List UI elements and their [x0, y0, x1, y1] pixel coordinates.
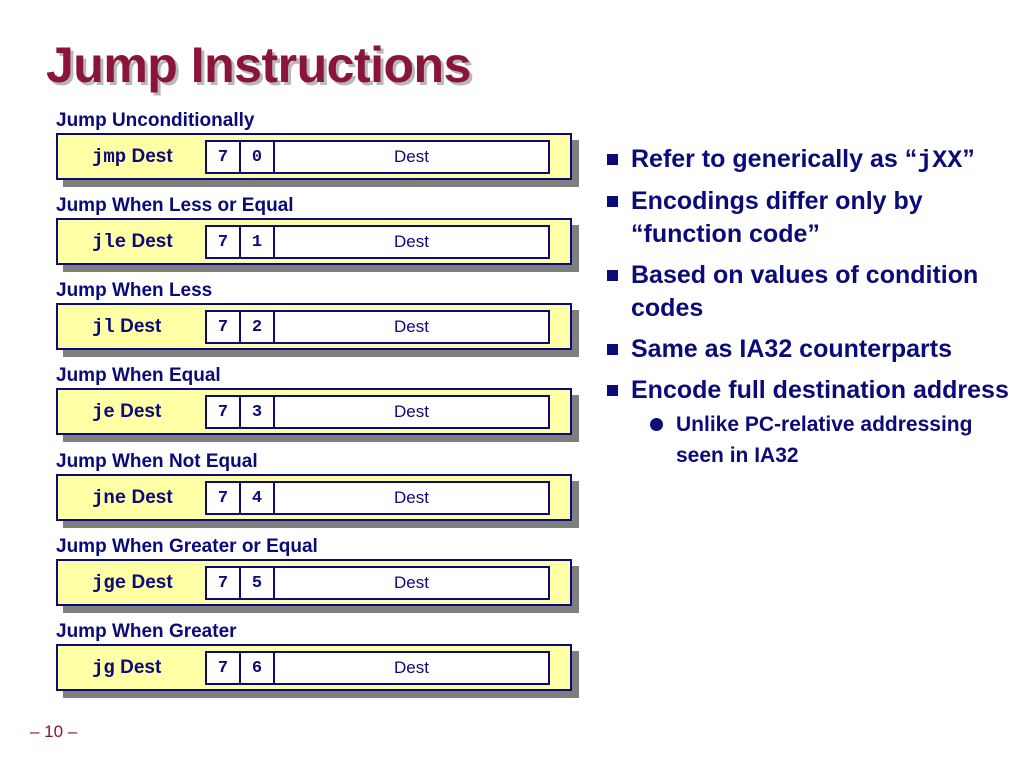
- ifun-cell: 2: [241, 312, 275, 342]
- dest-field: Dest: [394, 147, 429, 166]
- sub-bullet-text: Unlike PC-relative addressing seen in IA…: [676, 413, 973, 467]
- bullet-text: Based on values of condition codes: [631, 261, 979, 322]
- instruction-name: jle Dest: [92, 231, 173, 253]
- icode-cell: 7: [207, 483, 241, 513]
- square-bullet-icon: [607, 344, 618, 355]
- square-bullet-icon: [607, 385, 618, 396]
- instruction-name: jl Dest: [92, 316, 161, 338]
- dest-field: Dest: [394, 488, 429, 507]
- instruction-box: jge Dest 7 5 Dest: [56, 559, 572, 606]
- instruction-box: je Dest 7 3 Dest: [56, 388, 572, 435]
- square-bullet-icon: [607, 154, 618, 165]
- operand: Dest: [120, 316, 162, 337]
- instruction-encoding: 7 2 Dest: [205, 310, 550, 344]
- instruction-encoding: 7 6 Dest: [205, 651, 550, 685]
- icode-cell: 7: [207, 312, 241, 342]
- instruction-box: jmp Dest 7 0 Dest: [56, 133, 572, 180]
- instruction-encoding: 7 1 Dest: [205, 225, 550, 259]
- instruction-encoding: 7 5 Dest: [205, 566, 550, 600]
- instruction-name: je Dest: [92, 401, 161, 423]
- bullet-text: Encodings differ only by “function code”: [631, 187, 923, 248]
- ifun-cell: 0: [241, 142, 275, 172]
- bullet-list: Refer to generically as “jXX” Encodings …: [605, 143, 1015, 479]
- icode-cell: 7: [207, 397, 241, 427]
- dest-field: Dest: [394, 573, 429, 592]
- instruction-jge: Jump When Greater or Equal jge Dest 7 5 …: [56, 536, 586, 621]
- slide-title: Jump Instructions: [46, 37, 471, 93]
- instruction-jg: Jump When Greater jg Dest 7 6 Dest: [56, 621, 586, 706]
- bullet-text: Refer to generically as “: [631, 145, 918, 173]
- instruction-name: jg Dest: [92, 657, 161, 679]
- mnemonic: je: [92, 401, 115, 423]
- instruction-box: jne Dest 7 4 Dest: [56, 474, 572, 521]
- instruction-jl: Jump When Less jl Dest 7 2 Dest: [56, 280, 586, 365]
- ifun-cell: 1: [241, 227, 275, 257]
- instruction-heading: Jump Unconditionally: [56, 110, 255, 131]
- instruction-heading: Jump When Not Equal: [56, 451, 258, 472]
- circle-bullet-icon: [650, 418, 663, 431]
- instruction-heading: Jump When Less: [56, 280, 213, 301]
- dest-field: Dest: [394, 402, 429, 421]
- instruction-jne: Jump When Not Equal jne Dest 7 4 Dest: [56, 451, 586, 536]
- instruction-heading: Jump When Greater or Equal: [56, 536, 318, 557]
- dest-field: Dest: [394, 658, 429, 677]
- sub-bullet-item: Unlike PC-relative addressing seen in IA…: [631, 409, 1015, 471]
- instruction-box: jl Dest 7 2 Dest: [56, 303, 572, 350]
- dest-field: Dest: [394, 317, 429, 336]
- icode-cell: 7: [207, 142, 241, 172]
- instruction-je: Jump When Equal je Dest 7 3 Dest: [56, 365, 586, 450]
- bullet-item: Refer to generically as “jXX”: [605, 143, 1015, 177]
- operand: Dest: [131, 146, 173, 167]
- operand: Dest: [131, 487, 173, 508]
- operand: Dest: [120, 401, 162, 422]
- operand: Dest: [131, 231, 173, 252]
- instruction-heading: Jump When Greater: [56, 621, 237, 642]
- operand: Dest: [131, 572, 173, 593]
- square-bullet-icon: [607, 270, 618, 281]
- bullet-text: ”: [962, 145, 975, 173]
- bullet-item: Based on values of condition codes: [605, 259, 1015, 325]
- bullet-item: Encodings differ only by “function code”: [605, 185, 1015, 251]
- instruction-heading: Jump When Equal: [56, 365, 221, 386]
- instruction-encoding: 7 0 Dest: [205, 140, 550, 174]
- bullet-text: Same as IA32 counterparts: [631, 335, 952, 363]
- icode-cell: 7: [207, 227, 241, 257]
- operand: Dest: [120, 657, 162, 678]
- bullet-code: jXX: [917, 146, 963, 175]
- bullet-item: Encode full destination address Unlike P…: [605, 374, 1015, 471]
- page-number: – 10 –: [30, 722, 78, 741]
- instruction-box: jle Dest 7 1 Dest: [56, 218, 572, 265]
- ifun-cell: 3: [241, 397, 275, 427]
- instruction-encoding: 7 4 Dest: [205, 481, 550, 515]
- ifun-cell: 6: [241, 653, 275, 683]
- ifun-cell: 4: [241, 483, 275, 513]
- icode-cell: 7: [207, 568, 241, 598]
- instruction-heading: Jump When Less or Equal: [56, 195, 294, 216]
- instruction-jle: Jump When Less or Equal jle Dest 7 1 Des…: [56, 195, 586, 280]
- dest-field: Dest: [394, 232, 429, 251]
- instruction-name: jge Dest: [92, 572, 173, 594]
- instruction-name: jmp Dest: [92, 146, 173, 168]
- ifun-cell: 5: [241, 568, 275, 598]
- icode-cell: 7: [207, 653, 241, 683]
- instruction-jmp: Jump Unconditionally jmp Dest 7 0 Dest: [56, 110, 586, 195]
- mnemonic: jge: [92, 572, 127, 594]
- mnemonic: jne: [92, 487, 127, 509]
- instruction-name: jne Dest: [92, 487, 173, 509]
- mnemonic: jg: [92, 657, 115, 679]
- mnemonic: jl: [92, 316, 115, 338]
- square-bullet-icon: [607, 196, 618, 207]
- mnemonic: jmp: [92, 146, 127, 168]
- instruction-encoding: 7 3 Dest: [205, 395, 550, 429]
- bullet-text: Encode full destination address: [631, 376, 1009, 404]
- bullet-item: Same as IA32 counterparts: [605, 333, 1015, 366]
- instruction-box: jg Dest 7 6 Dest: [56, 644, 572, 691]
- mnemonic: jle: [92, 231, 127, 253]
